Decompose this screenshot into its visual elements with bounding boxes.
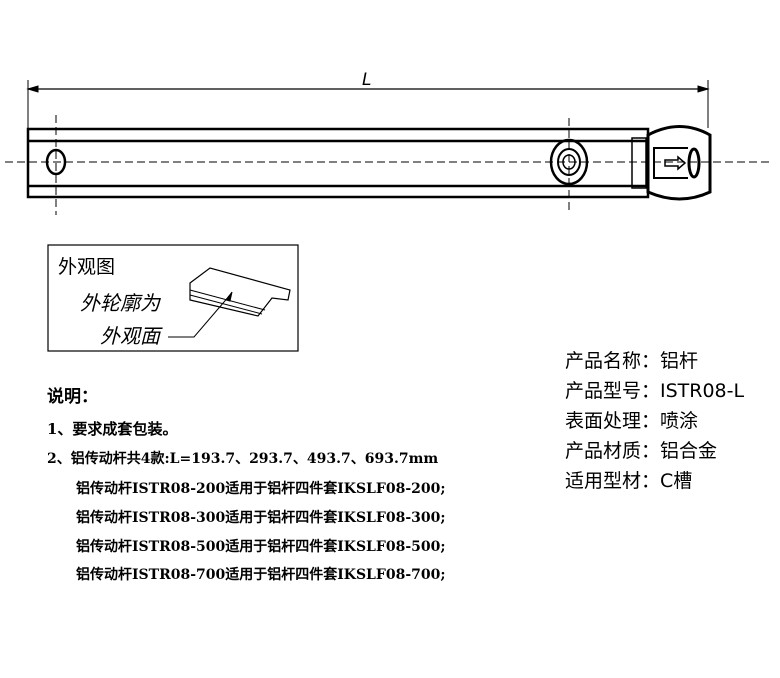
note-sub-item: 铝传动杆ISTR08-300适用于铝杆四件套IKSLF08-300; <box>76 510 446 526</box>
inset-title: 外观图 <box>58 256 116 278</box>
inset-box <box>47 244 299 352</box>
note-sub-item: 铝传动杆ISTR08-500适用于铝杆四件套IKSLF08-500; <box>76 539 446 555</box>
end-cap <box>646 125 712 201</box>
spec-product-name: 产品名称：铝杆 <box>565 350 699 372</box>
spec-surface: 表面处理：喷涂 <box>565 410 699 432</box>
note-item: 1、要求成套包装。 <box>47 420 178 438</box>
profile-sketch <box>189 267 291 317</box>
note-sub-item: 铝传动杆ISTR08-700适用于铝杆四件套IKSLF08-700; <box>76 567 446 583</box>
note-item: 2、铝传动杆共4款:L=193.7、293.7、493.7、693.7mm <box>47 451 439 467</box>
note-sub-item: 铝传动杆ISTR08-200适用于铝杆四件套IKSLF08-200; <box>76 481 446 497</box>
spec-model: 产品型号：ISTR08-L <box>565 380 745 402</box>
spec-material: 产品材质：铝合金 <box>565 440 718 462</box>
inset-caption-line1: 外轮廓为 <box>80 291 160 315</box>
arrow-icon <box>664 155 687 171</box>
notes-heading: 说明： <box>47 387 98 407</box>
spec-profile: 适用型材：C槽 <box>565 470 693 492</box>
dimension-label: L <box>362 70 372 90</box>
inset-caption-line2: 外观面 <box>100 324 160 348</box>
arrow-right-icon <box>697 85 710 93</box>
arrow-left-icon <box>26 85 39 93</box>
